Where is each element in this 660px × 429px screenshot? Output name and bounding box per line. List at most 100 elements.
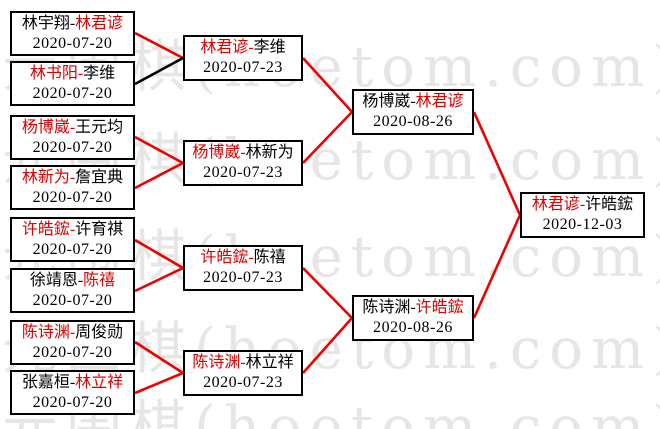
match-date: 2020-07-23: [203, 374, 283, 391]
name-separator: -: [410, 93, 416, 110]
name-separator: -: [240, 354, 246, 371]
match-box-r2-3: 许皓鋐-陈禧 2020-07-23: [183, 245, 303, 291]
player-name-2: 陈禧: [253, 249, 286, 266]
player-name-2: 许皓鋐: [585, 196, 634, 213]
player-name-1: 林书阳: [29, 64, 78, 82]
name-separator: -: [77, 64, 84, 82]
match-players: 杨博崴-王元均: [22, 118, 123, 138]
connector-line: [134, 31, 184, 60]
match-players: 林君谚-李维: [200, 38, 285, 58]
connector-line: [302, 111, 353, 164]
match-date: 2020-07-20: [32, 84, 113, 102]
match-box-final: 林君谚-许皓鋐 2020-12-03: [520, 192, 645, 238]
player-name-2: 李维: [253, 39, 286, 56]
player-name-1: 林新为: [21, 168, 70, 186]
match-players: 杨博崴-林君谚: [362, 92, 463, 112]
connector-line: [472, 214, 522, 319]
match-box-sf-2: 陈诗渊-许皓鋐 2020-08-26: [352, 295, 474, 341]
match-box-r2-4: 陈诗渊-林立祥 2020-07-23: [183, 350, 303, 396]
match-box-r1-1: 林宇翔-林君谚 2020-07-20: [10, 11, 135, 56]
match-date: 2020-07-20: [32, 188, 113, 206]
match-date: 2020-07-20: [32, 138, 113, 156]
match-players: 林书阳-李维: [30, 64, 115, 84]
name-separator: -: [77, 271, 84, 289]
connector-line: [302, 267, 353, 319]
player-name-1: 许皓鋐: [21, 220, 70, 238]
match-date: 2020-07-23: [203, 269, 283, 286]
match-date: 2020-07-20: [32, 291, 113, 309]
match-date: 2020-07-23: [203, 59, 283, 76]
name-separator: -: [579, 196, 586, 213]
connector-line: [134, 135, 184, 165]
match-players: 杨博崴-林新为: [192, 143, 293, 163]
match-date: 2020-07-20: [32, 240, 113, 258]
connector-line: [134, 56, 184, 86]
name-separator: -: [248, 39, 254, 56]
name-separator: -: [69, 14, 76, 32]
match-date: 2020-08-26: [373, 113, 453, 130]
match-box-r2-1: 林君谚-李维 2020-07-23: [183, 35, 303, 81]
match-box-r2-2: 杨博崴-林新为 2020-07-23: [183, 140, 303, 186]
player-name-1: 林君谚: [200, 39, 249, 56]
connector-line: [302, 317, 353, 374]
match-players: 张嘉桓-林立祥: [22, 373, 123, 393]
connector-line: [134, 371, 184, 395]
match-date: 2020-08-26: [373, 319, 453, 336]
match-box-r1-7: 陈诗渊-周俊勋 2020-07-20: [10, 320, 135, 365]
connector-line: [472, 111, 522, 216]
player-name-1: 杨博崴: [362, 93, 411, 110]
player-name-1: 杨博崴: [21, 118, 70, 136]
match-players: 陈诗渊-林立祥: [192, 353, 293, 373]
player-name-1: 杨博崴: [192, 144, 241, 161]
connector-line: [134, 238, 184, 270]
connector-line: [134, 340, 184, 375]
match-players: 林宇翔-林君谚: [22, 14, 123, 34]
match-players: 林君谚-许皓鋐: [532, 195, 633, 215]
player-name-2: 周俊勋: [75, 323, 124, 341]
match-box-r1-2: 林书阳-李维 2020-07-20: [10, 61, 135, 106]
player-name-1: 张嘉桓: [21, 373, 70, 391]
match-date: 2020-12-03: [542, 216, 623, 233]
match-box-r1-3: 杨博崴-王元均 2020-07-20: [10, 115, 135, 160]
match-date: 2020-07-20: [32, 393, 113, 411]
player-name-2: 许皓鋐: [415, 299, 464, 316]
player-name-2: 林君谚: [415, 93, 464, 110]
player-name-2: 陈禧: [83, 271, 116, 289]
name-separator: -: [240, 144, 246, 161]
name-separator: -: [69, 323, 76, 341]
match-date: 2020-07-20: [32, 34, 113, 52]
match-players: 陈诗渊-周俊勋: [22, 323, 123, 343]
match-box-r1-4: 林新为-詹宜典 2020-07-20: [10, 165, 135, 210]
player-name-1: 林君谚: [531, 196, 580, 213]
player-name-2: 林立祥: [245, 354, 294, 371]
player-name-2: 李维: [83, 64, 116, 82]
player-name-2: 林新为: [245, 144, 294, 161]
player-name-1: 徐靖恩: [29, 271, 78, 289]
player-name-1: 陈诗渊: [21, 323, 70, 341]
player-name-2: 林君谚: [75, 14, 124, 32]
player-name-1: 林宇翔: [21, 14, 70, 32]
match-players: 林新为-詹宜典: [22, 168, 123, 188]
player-name-1: 许皓鋐: [200, 249, 249, 266]
player-name-1: 陈诗渊: [192, 354, 241, 371]
connector-line: [134, 266, 184, 293]
match-players: 陈诗渊-许皓鋐: [362, 298, 463, 318]
match-date: 2020-07-20: [32, 343, 113, 361]
name-separator: -: [69, 118, 76, 136]
player-name-2: 王元均: [75, 118, 124, 136]
name-separator: -: [410, 299, 416, 316]
match-players: 徐靖恩-陈禧: [30, 271, 115, 291]
player-name-2: 林立祥: [75, 373, 124, 391]
player-name-2: 詹宜典: [75, 168, 124, 186]
connector-line: [302, 57, 353, 113]
match-box-sf-1: 杨博崴-林君谚 2020-08-26: [352, 89, 474, 135]
connector-line: [134, 161, 184, 190]
name-separator: -: [248, 249, 254, 266]
player-name-2: 许育祺: [75, 220, 124, 238]
match-players: 许皓鋐-许育祺: [22, 220, 123, 240]
player-name-1: 陈诗渊: [362, 299, 411, 316]
match-box-r1-8: 张嘉桓-林立祥 2020-07-20: [10, 370, 135, 415]
name-separator: -: [69, 373, 76, 391]
match-box-r1-5: 许皓鋐-许育祺 2020-07-20: [10, 217, 135, 262]
